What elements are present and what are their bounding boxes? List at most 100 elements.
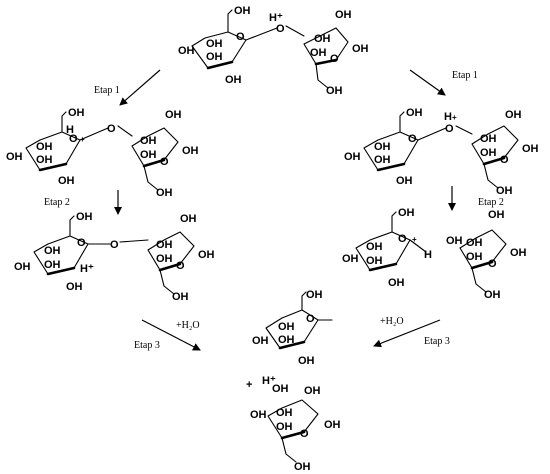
label-oh: OH [294,461,311,473]
label-ring-oxygen: O [176,260,185,272]
label-oh: OH [36,141,53,153]
label-oh: OH [252,335,269,347]
glucose-right [459,229,507,293]
label-oh: OH [398,207,415,219]
label-water-left: +H₂O [176,320,200,331]
label-charge: + [412,235,417,244]
label-oh: OH [396,175,413,187]
label-oh: OH [234,5,251,17]
label-oh: OH [76,211,93,223]
label-oh: OH [505,109,522,121]
label-oh: OH [446,235,463,247]
label-oh: OH [44,245,61,257]
label-oh: OH [272,383,289,395]
label-ring-oxygen: O [488,258,497,270]
label-oh: OH [178,45,195,57]
label-oh: OH [344,151,361,163]
label-oh: OH [484,289,501,301]
arrow-step3-right [373,319,441,348]
arrow-step1-right [409,69,446,96]
label-charge: + [452,113,457,122]
label-oh: OH [352,43,369,55]
label-plus: + [246,379,252,391]
label-oh: OH [156,239,173,251]
arrow-step3-left [141,319,201,351]
label-oh: OH [366,241,383,253]
label-oh: OH [58,175,75,187]
label-oh: OH [66,281,83,293]
label-proton: H [444,111,452,123]
label-oh: OH [6,151,23,163]
label-oh: OH [140,149,157,161]
label-hydrogen: H [424,249,432,261]
label-oh: OH [14,261,31,273]
label-ring-oxygen: O [300,428,309,440]
label-oh: OH [298,355,315,367]
label-oh: OH [140,135,157,147]
label-oh: OH [182,145,199,157]
label-oh: OH [366,255,383,267]
label-oh: OH [36,154,53,166]
label-oh: OH [406,107,423,119]
label-oh: OH [172,291,189,303]
label-oh: OH [304,385,321,397]
label-ring-oxygen: O [398,233,407,245]
label-glycosidic-oxygen: O [276,23,285,35]
label-oh: OH [206,38,223,50]
label-oh: OH [466,237,483,249]
label-ring-oxygen: O [306,313,315,325]
label-step2-right: Etap 2 [478,197,504,208]
label-step1-left: Etap 1 [94,85,120,96]
label-proton: H⁺ [269,12,283,24]
label-oh: OH [250,409,267,421]
label-oh: OH [326,85,343,97]
label-oh: OH [180,213,197,225]
disaccharide-top [191,9,349,89]
label-ring-oxygen: O [236,31,245,43]
label-oh: OH [278,334,295,346]
product-glucose [267,399,319,463]
label-oh: OH [374,141,391,153]
label-step2-left: Etap 2 [44,197,70,208]
label-charge: + [80,135,85,144]
label-oh: OH [44,259,61,271]
label-oh: OH [198,249,215,261]
label-oh: OH [335,9,352,21]
glucosyl-cation-right [355,211,427,272]
arrow-step1-left [119,69,161,106]
label-step3-left: Etap 3 [134,340,160,351]
label-ring-oxygen: O [330,53,339,65]
label-oh: OH [310,47,327,59]
label-oh: OH [165,109,182,121]
label-oh: OH [68,107,85,119]
label-oh: OH [496,185,513,197]
label-oh: OH [306,289,323,301]
oxocarbenium-disaccharide-left [33,215,195,295]
label-oh: OH [324,419,341,431]
label-oh: OH [206,51,223,63]
label-oh: OH [156,253,173,265]
protonated-disaccharide-right [363,111,519,189]
label-ring-oxygen: O [500,154,509,166]
label-oh: OH [276,407,293,419]
product-glucosyl [265,291,333,350]
label-ring-oxygen: O [160,156,169,168]
label-oh: OH [522,143,539,155]
label-oh: OH [276,421,293,433]
label-oh: OH [488,209,505,221]
label-oh: OH [510,247,527,259]
label-oh: OH [388,277,405,289]
label-ring-oxygen: O [77,237,86,249]
label-glycosidic-oxygen: O [445,123,454,135]
label-oh: OH [466,251,483,263]
label-oh: OH [156,187,173,199]
label-proton-product: H⁺ [262,375,276,387]
label-oh: OH [480,147,497,159]
label-ring-oxygen: O [408,133,417,145]
label-step1-right: Etap 1 [452,70,478,81]
label-proton: H⁺ [80,263,94,275]
label-oh: OH [278,321,295,333]
label-water-right: +H₂O [380,316,404,327]
label-proton: H [66,124,74,136]
